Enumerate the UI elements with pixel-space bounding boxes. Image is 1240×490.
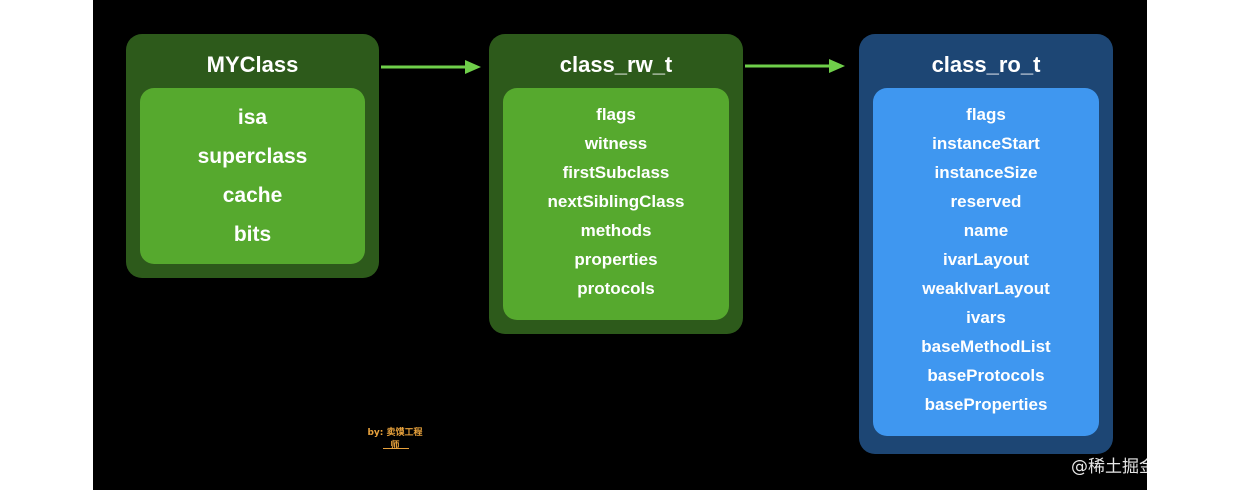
field-ivars: ivars bbox=[966, 308, 1006, 327]
class-ro-t-box: class_ro_t flags instanceStart instanceS… bbox=[859, 34, 1113, 454]
author-credit: by: 卖馍工程师 bbox=[367, 428, 423, 451]
field-methods: methods bbox=[580, 221, 652, 240]
field-bits: bits bbox=[233, 223, 272, 246]
class-rw-t-box: class_rw_t flags witness firstSubclass n… bbox=[489, 34, 743, 334]
field-flags: flags bbox=[966, 105, 1006, 124]
class-rw-t-title: class_rw_t bbox=[559, 52, 673, 77]
field-weak-ivar-layout: weakIvarLayout bbox=[922, 279, 1050, 298]
class-rw-t-fields: flags witness firstSubclass nextSiblingC… bbox=[503, 88, 729, 320]
diagram-canvas: MYClass isa superclass cache bits class_… bbox=[93, 0, 1147, 490]
field-flags: flags bbox=[596, 105, 636, 124]
arrow-myclass-to-rw bbox=[381, 60, 481, 74]
field-properties: properties bbox=[574, 250, 658, 269]
field-name: name bbox=[963, 221, 1009, 240]
field-isa: isa bbox=[237, 106, 268, 129]
arrow-rw-to-ro bbox=[745, 59, 845, 73]
site-watermark: @稀土掘金技术社区 bbox=[1071, 457, 1224, 477]
field-protocols: protocols bbox=[577, 279, 655, 298]
field-reserved: reserved bbox=[950, 192, 1022, 211]
field-base-protocols: baseProtocols bbox=[927, 366, 1045, 385]
field-instance-start: instanceStart bbox=[932, 134, 1040, 153]
field-witness: witness bbox=[584, 134, 648, 153]
field-base-method-list: baseMethodList bbox=[921, 337, 1051, 356]
class-ro-t-title: class_ro_t bbox=[931, 52, 1041, 77]
field-superclass: superclass bbox=[197, 145, 308, 168]
myclass-fields: isa superclass cache bits bbox=[140, 88, 365, 264]
field-instance-size: instanceSize bbox=[934, 163, 1038, 182]
class-ro-t-fields: flags instanceStart instanceSize reserve… bbox=[873, 88, 1099, 436]
field-ivar-layout: ivarLayout bbox=[943, 250, 1029, 269]
field-first-subclass: firstSubclass bbox=[562, 163, 670, 182]
field-base-properties: baseProperties bbox=[924, 395, 1048, 414]
myclass-box: MYClass isa superclass cache bits bbox=[126, 34, 379, 278]
field-cache: cache bbox=[222, 184, 283, 207]
field-next-sibling-class: nextSiblingClass bbox=[547, 192, 685, 211]
myclass-title: MYClass bbox=[206, 52, 299, 77]
credit-underline bbox=[383, 448, 409, 449]
